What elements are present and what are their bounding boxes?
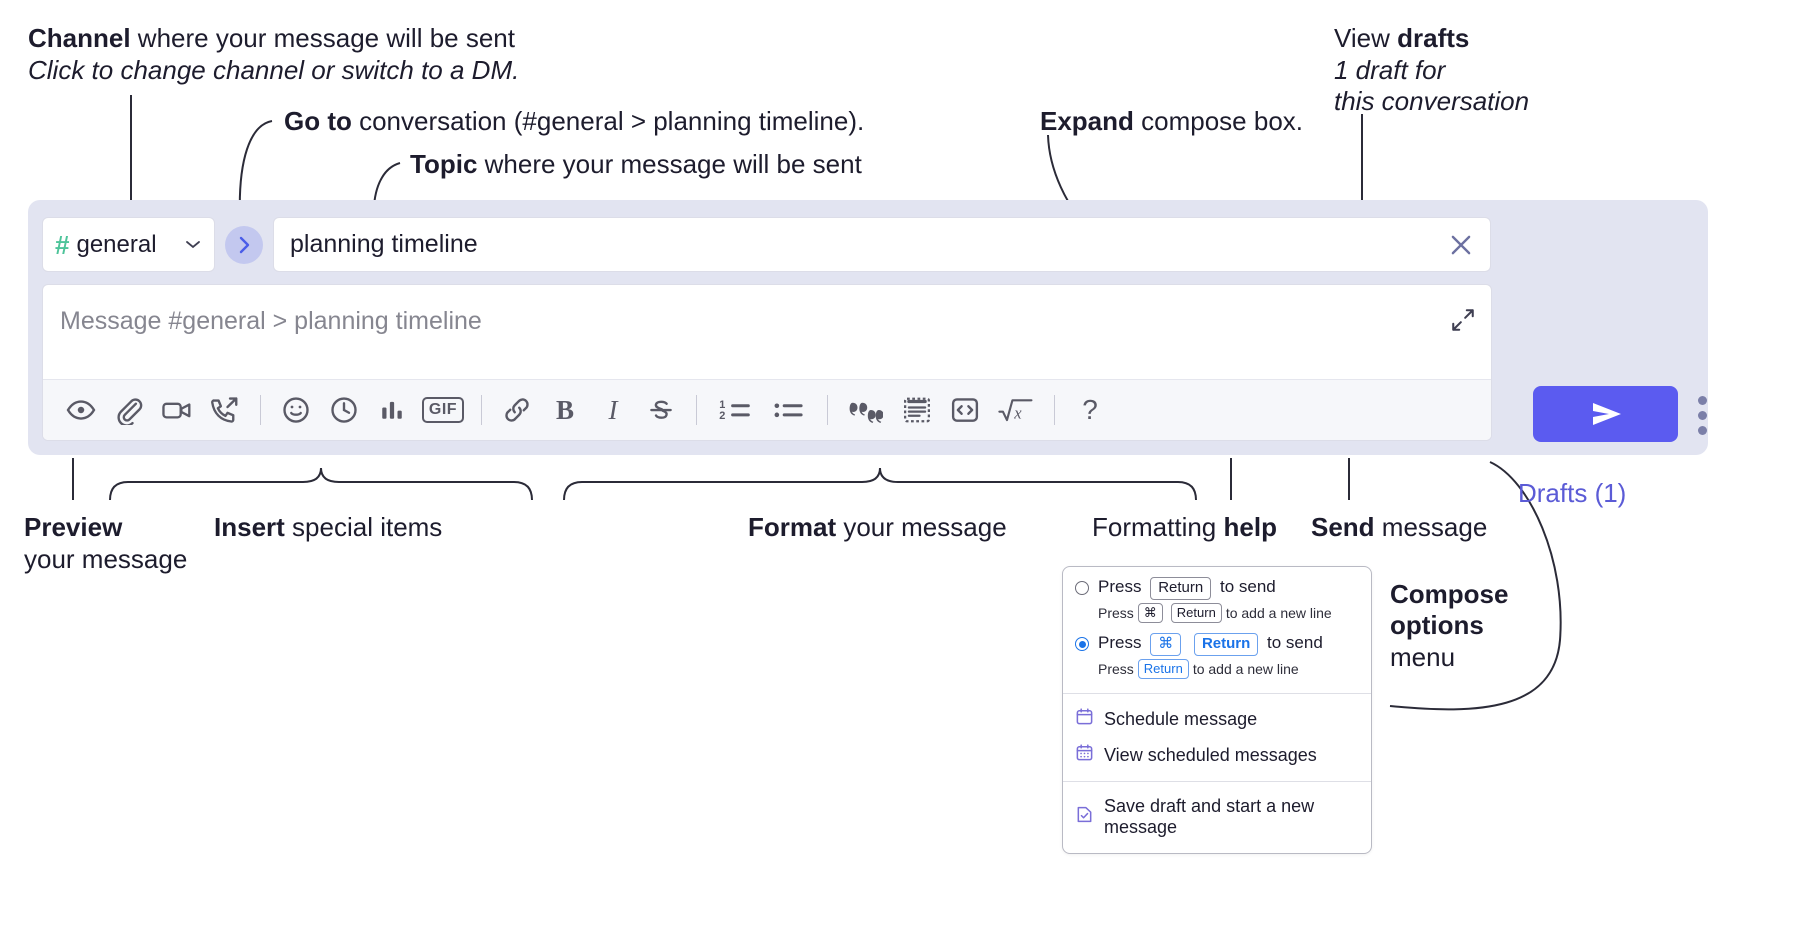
option-text: Press ⌘ Return to send (1098, 633, 1323, 656)
menu-item-label: Save draft and start a new message (1104, 796, 1315, 837)
menu-item-schedule-message[interactable]: Schedule message (1063, 701, 1371, 737)
anno-channel-line1: Channel where your message will be sent (28, 23, 515, 53)
attachment-icon[interactable] (105, 389, 153, 431)
key-command: ⌘ (1150, 633, 1182, 656)
bold-icon[interactable]: B (541, 389, 589, 431)
clock-icon[interactable] (320, 389, 368, 431)
key-return: Return (1170, 602, 1222, 623)
toolbar-divider (696, 395, 697, 425)
compose-options-button[interactable] (1691, 392, 1713, 438)
message-input-area[interactable]: Message #general > planning timeline (42, 284, 1492, 441)
compose-box: close-icon # general planning timeline M… (28, 200, 1708, 508)
preview-icon[interactable] (57, 389, 105, 431)
kebab-dot (1697, 410, 1707, 420)
huddle-phone-icon[interactable] (201, 389, 249, 431)
code-block-icon[interactable] (893, 389, 941, 431)
anno-insert: Insert special items (214, 512, 443, 542)
menu-draft-group: Save draft and start a new message (1063, 782, 1371, 853)
expand-compose-icon[interactable] (1450, 307, 1476, 333)
inline-code-icon[interactable] (941, 389, 989, 431)
svg-text:1: 1 (719, 399, 725, 411)
key-return: Return (1193, 633, 1259, 656)
anno-compose-line1: Compose (1390, 579, 1509, 609)
math-icon[interactable]: x (989, 389, 1043, 431)
kebab-dot (1697, 395, 1707, 405)
calendar-grid-icon (1075, 743, 1094, 767)
gif-label: GIF (421, 397, 465, 423)
italic-glyph: I (608, 394, 618, 425)
send-button[interactable] (1533, 386, 1678, 442)
emoji-icon[interactable] (272, 389, 320, 431)
toolbar-divider (827, 395, 828, 425)
menu-divider (1063, 693, 1371, 694)
clear-topic-icon[interactable] (1446, 230, 1476, 260)
key-return: Return (1150, 577, 1212, 600)
save-draft-icon (1075, 805, 1094, 829)
send-option-return-sub: Press ⌘ Return to add a new line (1063, 602, 1371, 627)
question-mark-glyph: ? (1082, 394, 1098, 425)
send-option-return[interactable]: Press Return to send (1063, 575, 1371, 602)
ordered-list-icon[interactable]: 1 2 (708, 389, 762, 431)
send-option-cmd-return[interactable]: Press ⌘ Return to send (1063, 631, 1371, 658)
anno-compose-line2: options (1390, 610, 1484, 640)
anno-drafts-line2: 1 draft for (1334, 55, 1446, 85)
help-icon[interactable]: ? (1066, 389, 1114, 431)
anno-format: Format your message (748, 512, 1007, 542)
message-placeholder: Message #general > planning timeline (60, 307, 482, 335)
svg-text:x: x (1013, 403, 1022, 422)
compose-options-menu: Press Return to send Press ⌘ Return to a… (1062, 566, 1372, 854)
send-paper-plane-icon (1592, 403, 1621, 425)
menu-item-label: Schedule message (1104, 708, 1258, 729)
anno-compose-line3: menu (1390, 642, 1456, 672)
anno-help: Formatting help (1092, 512, 1277, 542)
bold-glyph: B (555, 394, 574, 425)
radio-selected[interactable] (1075, 637, 1089, 652)
menu-item-save-draft[interactable]: Save draft and start a new message (1063, 790, 1371, 844)
svg-text:2: 2 (719, 410, 725, 422)
anno-topic: Topic where your message will be sent (410, 149, 862, 179)
anno-send: Send message (1311, 512, 1488, 542)
chevron-down-icon (184, 235, 202, 255)
anno-channel-line2: Click to change channel or switch to a D… (28, 55, 520, 85)
strikethrough-icon[interactable] (637, 389, 685, 431)
radio-unselected[interactable] (1075, 581, 1089, 596)
channel-name-label: general (76, 230, 157, 258)
menu-divider (1063, 781, 1371, 782)
topic-input[interactable]: planning timeline (273, 217, 1491, 272)
poll-bars-icon[interactable] (368, 389, 416, 431)
key-command: ⌘ (1137, 602, 1163, 623)
send-option-cmd-return-sub: Press Return to add a new line (1063, 658, 1371, 683)
send-shortcut-options: Press Return to send Press ⌘ Return to a… (1063, 567, 1371, 693)
drafts-link[interactable]: Drafts (1) (1518, 478, 1627, 508)
link-icon[interactable] (493, 389, 541, 431)
bulleted-list-icon[interactable] (762, 389, 816, 431)
toolbar-divider (260, 395, 261, 425)
hash-icon: # (55, 229, 70, 260)
channel-selector-button[interactable]: # general (42, 217, 215, 272)
gif-icon[interactable]: GIF (416, 389, 470, 431)
toolbar-divider (481, 395, 482, 425)
topic-value: planning timeline (290, 230, 478, 258)
formatting-toolbar: GIF B I (43, 379, 1491, 440)
anno-preview-line1: Preview (24, 512, 123, 542)
anno-drafts-line1: View drafts (1334, 23, 1470, 53)
italic-icon[interactable]: I (589, 389, 637, 431)
kebab-dot (1697, 425, 1707, 435)
menu-item-view-scheduled-messages[interactable]: View scheduled messages (1063, 737, 1371, 773)
key-return: Return (1137, 658, 1189, 679)
video-icon[interactable] (153, 389, 201, 431)
toolbar-divider (1054, 395, 1055, 425)
blockquote-icon[interactable] (839, 389, 893, 431)
option-text: Press Return to send (1098, 577, 1276, 600)
menu-item-label: View scheduled messages (1104, 744, 1317, 765)
anno-expand: Expand compose box. (1040, 106, 1304, 136)
calendar-schedule-icon (1075, 707, 1094, 731)
menu-scheduling-group: Schedule message View scheduled messages (1063, 694, 1371, 781)
goto-conversation-button[interactable] (225, 225, 263, 264)
anno-goto: Go to conversation (#general > planning … (284, 106, 865, 136)
anno-preview-line2: your message (24, 544, 188, 574)
compose-header-row: # general planning timeline (42, 217, 1491, 272)
anno-drafts-line3: this conversation (1334, 86, 1530, 116)
